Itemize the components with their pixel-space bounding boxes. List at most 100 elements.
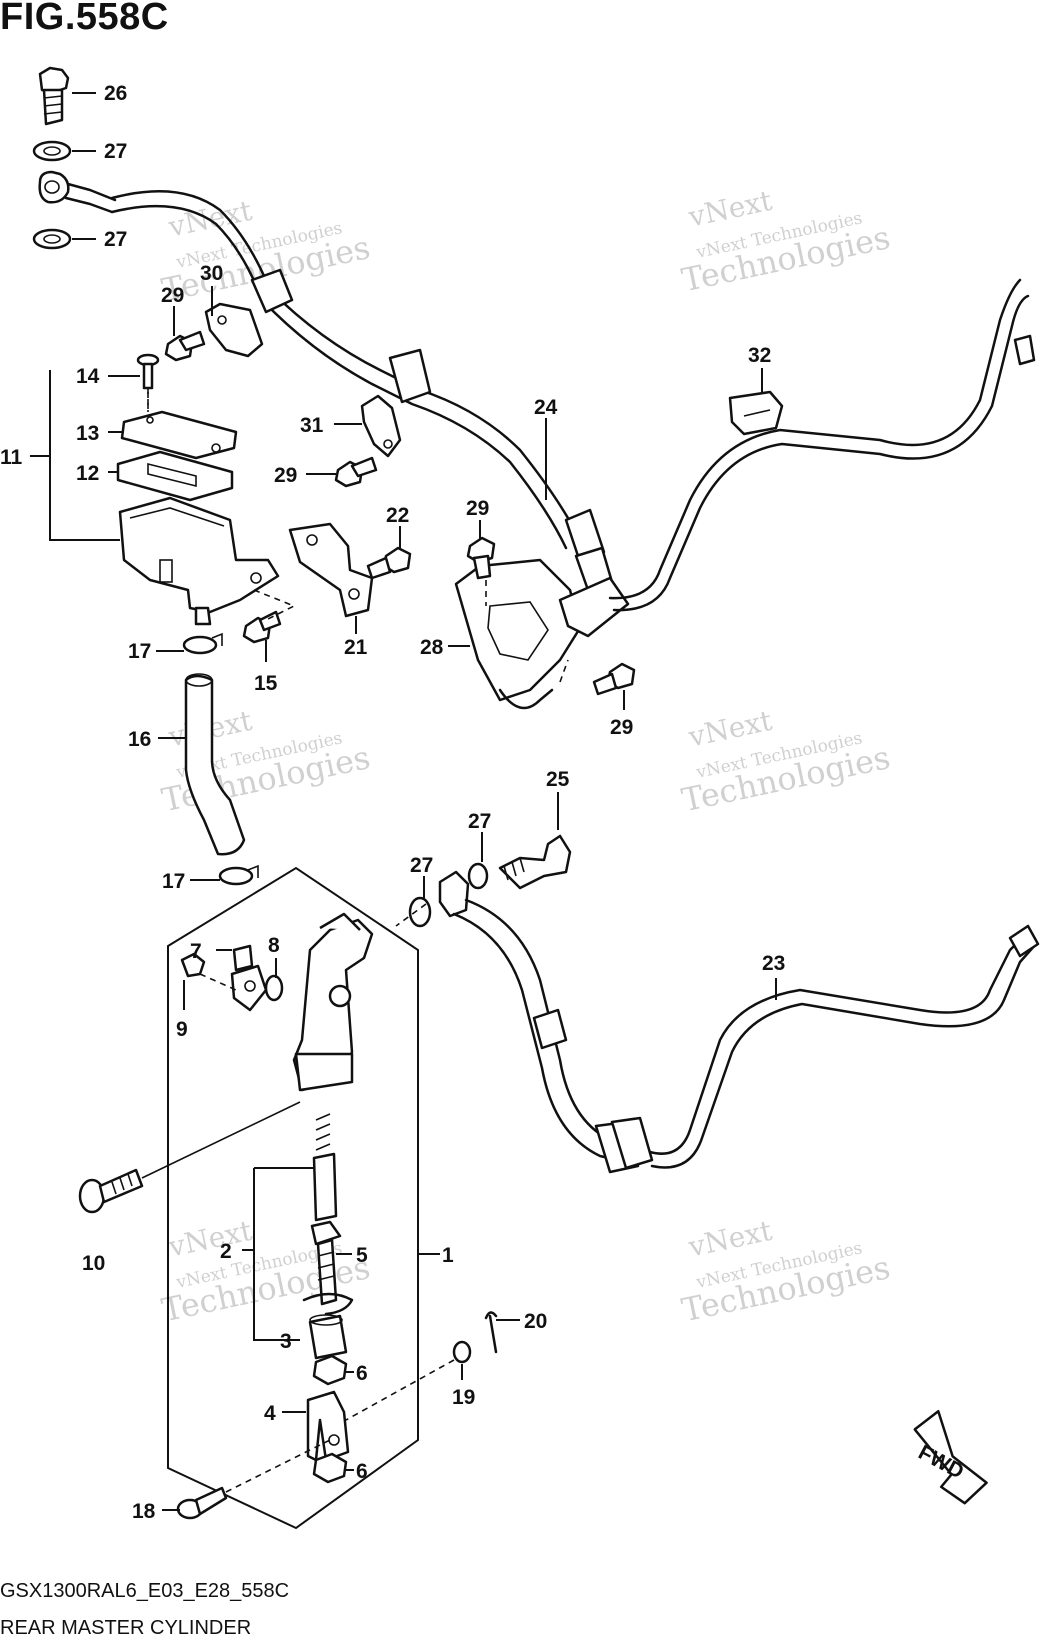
part-24-brake-hose: [38, 170, 614, 592]
callout-7: 7: [190, 940, 202, 963]
callout-29: 29: [610, 716, 633, 739]
callout-16: 16: [128, 728, 151, 751]
part-12-diaphragm: [116, 450, 234, 502]
part-29-bolt-a: [164, 330, 206, 362]
part-7-fitting: [230, 944, 268, 1012]
part-32-clamp: [728, 390, 784, 436]
part-4-clevis: [306, 1390, 350, 1462]
callout-6: 6: [356, 1362, 368, 1385]
bracket-line-11: [49, 370, 120, 541]
callout-1: 1: [442, 1244, 454, 1267]
part-2-piston-set: [312, 1113, 338, 1222]
callout-27: 27: [104, 140, 127, 163]
callout-27: 27: [104, 228, 127, 251]
part-27-washer-lower-b: [467, 862, 489, 890]
callout-5: 5: [356, 1244, 368, 1267]
part-8-o-ring: [264, 974, 284, 1002]
callout-9: 9: [176, 1018, 188, 1041]
callout-17: 17: [128, 640, 151, 663]
assembly-box-1: [167, 866, 419, 1530]
callout-23: 23: [762, 952, 785, 975]
part-11-reservoir-bracket: [118, 496, 280, 626]
part-3-boot: [308, 1314, 348, 1360]
part-29-bolt-d: [592, 662, 636, 696]
part-9-screw: [180, 952, 237, 991]
part-21-bracket: [288, 522, 374, 618]
part-17-clip-lower: [218, 864, 259, 886]
callout-21: 21: [344, 636, 368, 659]
callout-20: 20: [524, 1310, 547, 1333]
callout-8: 8: [268, 934, 280, 957]
watermark-top-right: vNext vNext Technologies Technologies: [678, 184, 893, 300]
part-22-bolt: [366, 546, 412, 580]
part-31-clamp: [360, 394, 402, 458]
callout-26: 26: [104, 82, 127, 105]
part-1-master-cylinder: [292, 912, 374, 1092]
part-6-nut-upper: [312, 1354, 348, 1386]
figure-code: GSX1300RAL6_E03_E28_558C: [0, 1580, 290, 1602]
watermark-mid-left: vNext vNext Technologies Technologies: [158, 704, 373, 820]
part-5-pushrod: [310, 1220, 342, 1306]
callout-30: 30: [200, 262, 223, 285]
callout-15: 15: [254, 672, 278, 695]
callout-10: 10: [82, 1252, 105, 1275]
callout-24: 24: [534, 396, 558, 419]
callout-32: 32: [748, 344, 771, 367]
callout-6: 6: [356, 1460, 368, 1483]
part-30-clamp: [204, 302, 264, 358]
callout-18: 18: [132, 1500, 156, 1523]
part-6-nut-lower: [312, 1452, 348, 1484]
callout-29: 29: [161, 284, 184, 307]
watermark-bottom-left: vNext vNext Technologies Technologies: [158, 1214, 373, 1330]
part-20-cotter-pin: [484, 1311, 498, 1354]
watermark-bottom-right: vNext vNext Technologies Technologies: [678, 1214, 893, 1330]
part-27-washer-second: [32, 228, 72, 250]
part-27-washer-lower-a: [408, 896, 432, 928]
part-29-bolt-b: [334, 456, 378, 488]
callout-19: 19: [452, 1386, 475, 1409]
part-17-clip-upper: [182, 632, 223, 655]
watermark-text: vNext: [685, 1214, 776, 1264]
circlip: [302, 1292, 354, 1316]
callout-14: 14: [76, 365, 100, 388]
watermark-text: vNext: [685, 184, 776, 234]
part-26-union-bolt: [38, 66, 70, 126]
part-23-brake-hose: [438, 870, 654, 1174]
part-15-bolt: [242, 589, 296, 644]
callout-27: 27: [410, 854, 433, 877]
callout-13: 13: [76, 422, 99, 445]
callout-31: 31: [300, 414, 324, 437]
callout-27: 27: [468, 810, 491, 833]
callout-3: 3: [280, 1330, 292, 1353]
part-13-cap: [120, 410, 238, 460]
watermark-text: vNext: [165, 1214, 256, 1264]
callout-2: 2: [220, 1240, 232, 1263]
callouts: 26 27 27 30 29 14 13 12 11 31 29 24 32 2…: [0, 82, 785, 1523]
part-27-washer-top: [32, 140, 72, 162]
figure-title: FIG.558C: [0, 0, 169, 38]
part-10-bolt: [78, 1101, 301, 1214]
part-16-reservoir-hose: [184, 673, 246, 856]
steel-brake-line-lower: [648, 924, 1040, 1169]
part-19-washer: [345, 1340, 472, 1421]
callout-25: 25: [546, 768, 570, 791]
part-25-union-bolt: [498, 834, 572, 890]
fwd-arrow-icon: FWD: [913, 1409, 988, 1505]
part-28-bracket: [454, 558, 630, 710]
part-29-bolt-c: [466, 536, 496, 580]
watermark-text: vNext: [685, 704, 776, 754]
callout-12: 12: [76, 462, 99, 485]
callout-17: 17: [162, 870, 185, 893]
steel-brake-line-upper: [608, 278, 1036, 612]
part-18-pin: [176, 1439, 331, 1520]
figure-name: REAR MASTER CYLINDER: [0, 1617, 252, 1639]
callout-4: 4: [264, 1402, 276, 1425]
callout-28: 28: [420, 636, 444, 659]
callout-11: 11: [0, 446, 23, 469]
callout-29: 29: [274, 464, 297, 487]
callout-29: 29: [466, 497, 489, 520]
watermark-mid-right: vNext vNext Technologies Technologies: [678, 704, 893, 820]
callout-22: 22: [386, 504, 409, 527]
